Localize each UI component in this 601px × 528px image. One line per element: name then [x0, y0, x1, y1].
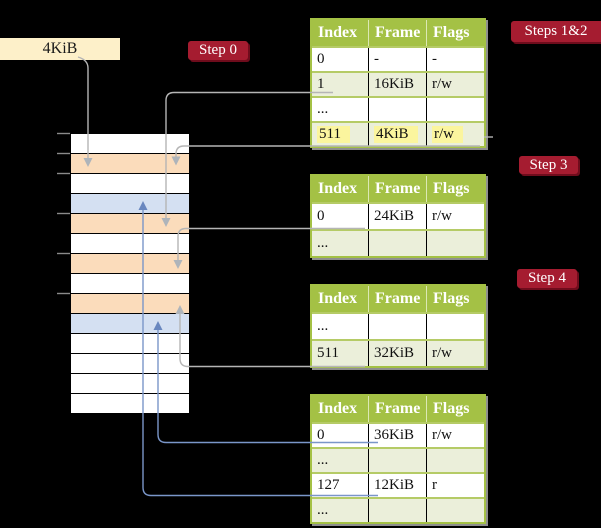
page-table-step-3: Index Frame Flags 0 24KiB r/w ... [310, 174, 486, 258]
cell-index: 127 [312, 474, 369, 497]
cell-index: 511 [312, 341, 369, 366]
cell-frame: 12KiB [369, 474, 427, 497]
memory-frame-row [71, 274, 189, 294]
table-row: ... [312, 447, 484, 472]
cell-index: ... [312, 499, 369, 522]
steps-1-2-badge: Steps 1&2 [511, 21, 601, 42]
cell-frame [369, 98, 427, 121]
memory-frame-row [71, 174, 189, 194]
cell-flags [427, 499, 480, 522]
table-row: 0 24KiB r/w [312, 202, 484, 229]
table-row: 0 - - [312, 46, 484, 71]
cell-index: ... [312, 98, 369, 121]
highlighted-value: r/w [432, 126, 463, 143]
cell-flags: - [432, 51, 437, 67]
cell-frame: 32KiB [369, 341, 427, 366]
column-header: Frame [369, 396, 427, 422]
memory-frame-row [71, 254, 189, 274]
memory-frame-row [71, 314, 189, 334]
cell-index: 0 [312, 204, 369, 229]
memory-frame-row [71, 194, 189, 214]
cell-index: 0 [312, 48, 369, 71]
cell-flags: r/w [432, 427, 452, 443]
table-header-row: Index Frame Flags [312, 20, 484, 46]
cell-flags: r/w [432, 208, 452, 224]
page-size-label: 4KiB [42, 40, 78, 57]
step-3-label: Step 3 [529, 156, 568, 173]
memory-address-ticks [57, 132, 70, 295]
memory-frame-row [71, 394, 189, 414]
table-row: ... [312, 497, 484, 522]
cell-frame: 4KiB [369, 123, 427, 146]
cell-frame: - [369, 48, 427, 71]
column-header: Index [312, 286, 369, 312]
table-row: 1 16KiB r/w [312, 71, 484, 96]
column-header: Index [312, 396, 369, 422]
memory-frame-row [71, 214, 189, 234]
step-0-label: Step 0 [199, 42, 237, 58]
table-header-row: Index Frame Flags [312, 286, 484, 312]
column-header: Frame [369, 20, 427, 46]
step-4-label: Step 4 [528, 270, 566, 286]
memory-frame-row [71, 134, 189, 154]
cell-flags: r/w [432, 76, 452, 92]
table-row: 127 12KiB r [312, 472, 484, 497]
page-table-step-4: Index Frame Flags ... 511 32KiB r/w [310, 284, 486, 368]
column-header: Index [312, 20, 369, 46]
column-header: Index [312, 176, 369, 202]
memory-frame-row [71, 374, 189, 394]
cell-index: 0 [312, 424, 369, 447]
cell-flags: r/w [432, 345, 452, 361]
cell-index: 511 [312, 123, 369, 146]
physical-memory-column [70, 133, 190, 414]
cell-flags [427, 98, 480, 121]
column-header: Frame [369, 176, 427, 202]
cell-flags [427, 314, 480, 339]
steps-1-2-label: Steps 1&2 [524, 23, 588, 39]
cell-index: ... [312, 231, 369, 256]
step-4-badge: Step 4 [517, 269, 577, 288]
cell-flags: r/w [427, 123, 480, 146]
column-header: Flags [433, 400, 470, 417]
column-header: Flags [433, 180, 470, 197]
table-row: ... [312, 96, 484, 121]
table-header-row: Index Frame Flags [312, 396, 484, 422]
cell-frame: 36KiB [369, 424, 427, 447]
cell-frame [369, 231, 427, 256]
step-3-badge: Step 3 [519, 156, 578, 174]
page-size-box: 4KiB [0, 38, 120, 60]
memory-frame-row [71, 234, 189, 254]
cell-index: ... [312, 449, 369, 472]
table-row-highlighted: 511 4KiB r/w [312, 121, 484, 146]
page-table-steps-1-2: Index Frame Flags 0 - - 1 16KiB r/w ... … [310, 18, 486, 148]
arrow-pt1-entry1-to-frame-16k [165, 91, 333, 218]
memory-frame-row [71, 154, 189, 174]
table-row: ... [312, 312, 484, 339]
cell-frame: 16KiB [369, 73, 427, 96]
table-row: 511 32KiB r/w [312, 339, 484, 366]
table-row: 0 36KiB r/w [312, 422, 484, 447]
cell-frame [369, 314, 427, 339]
cell-index: 1 [312, 73, 369, 96]
column-header: Flags [433, 290, 470, 307]
page-table-final: Index Frame Flags 0 36KiB r/w ... 127 12… [310, 394, 486, 524]
table-row: ... [312, 229, 484, 256]
memory-frame-row [71, 334, 189, 354]
table-header-row: Index Frame Flags [312, 176, 484, 202]
cell-index: ... [312, 314, 369, 339]
memory-frame-row [71, 294, 189, 314]
highlighted-value: 511 [317, 126, 350, 143]
cell-frame [369, 449, 427, 472]
cell-frame: 24KiB [369, 204, 427, 229]
highlighted-value: 4KiB [374, 126, 418, 143]
memory-frame-row [71, 354, 189, 374]
cell-flags: r [432, 477, 437, 493]
column-header: Flags [433, 24, 470, 41]
cell-flags [427, 449, 480, 472]
cell-flags [427, 231, 480, 256]
column-header: Frame [369, 286, 427, 312]
cell-frame [369, 499, 427, 522]
step-0-badge: Step 0 [188, 41, 248, 60]
